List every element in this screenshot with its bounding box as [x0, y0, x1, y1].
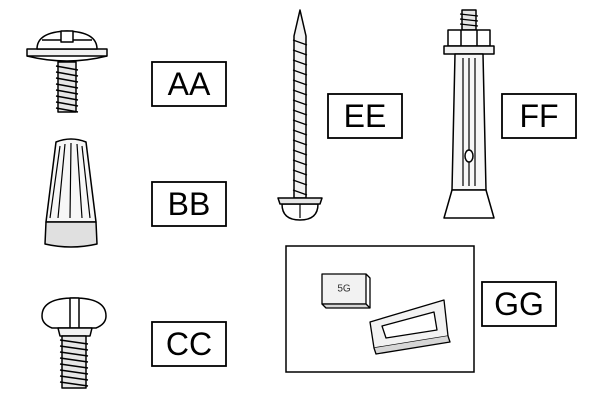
label-box-ee [327, 93, 403, 139]
wire-nut-icon [44, 138, 98, 248]
packet-label: 5G [337, 284, 351, 295]
wood-screw-icon [277, 9, 323, 221]
label-box-gg [481, 281, 557, 327]
screw-with-washer-icon [26, 30, 108, 113]
round-head-screw-icon [41, 297, 107, 389]
packet-icon [321, 273, 371, 309]
label-gg: GG [494, 286, 544, 322]
label-ff: FF [519, 98, 558, 134]
label-ee: EE [344, 98, 387, 134]
label-box-ff [501, 93, 577, 139]
label-aa: AA [168, 66, 211, 102]
label-cc: CC [166, 326, 212, 362]
expansion-anchor-bolt-icon [443, 9, 495, 219]
spacer-wedge-icon [369, 299, 451, 355]
label-box-cc [151, 321, 227, 367]
label-box-aa [151, 61, 227, 107]
label-bb: BB [168, 186, 211, 222]
label-box-bb [151, 181, 227, 227]
